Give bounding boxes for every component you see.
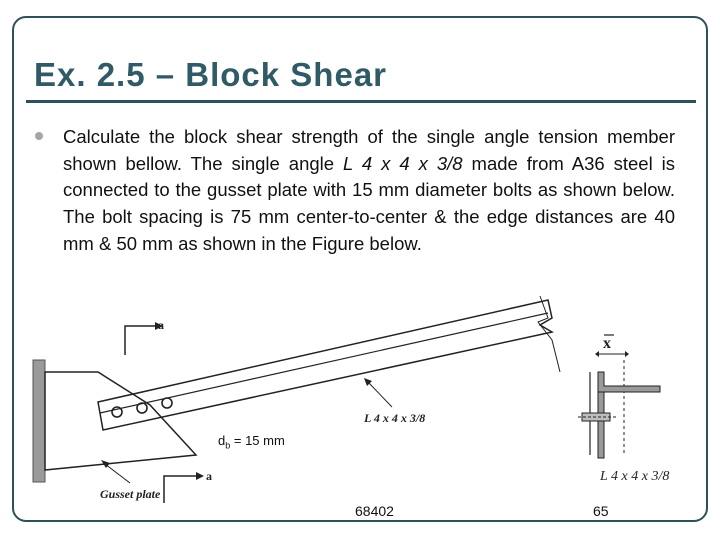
section-marker-top xyxy=(124,325,155,355)
bolt xyxy=(111,406,123,418)
db-subscript: b xyxy=(225,440,231,451)
slide-number: 65 xyxy=(593,503,609,519)
section-label-top: a xyxy=(158,318,164,332)
slide-title: Ex. 2.5 – Block Shear xyxy=(34,56,388,93)
footer-code: 68402 xyxy=(355,503,394,519)
arrow-icon xyxy=(625,351,629,357)
bolt xyxy=(161,397,173,409)
angle-section-leg xyxy=(597,391,605,459)
angle-leader xyxy=(367,381,393,408)
bullet-icon xyxy=(35,132,43,140)
arrow-icon xyxy=(196,472,204,480)
gusset-support xyxy=(32,359,46,483)
section-label-bottom: a xyxy=(206,469,212,483)
problem-text-part2: made from A36 steel is connected to the … xyxy=(63,152,676,254)
arrow-icon xyxy=(595,351,599,357)
arrow-icon xyxy=(364,378,372,386)
gusset-label: Gusset plate xyxy=(100,487,161,501)
centroid-x-label: x xyxy=(603,335,611,352)
break-line xyxy=(537,295,561,373)
problem-text-part1: Calculate the block shear strength of th… xyxy=(63,126,675,174)
angle-leg-line xyxy=(99,312,549,414)
angle-label-main: L 4 x 4 x 3/8 xyxy=(363,411,425,425)
angle-designation: L 4 x 4 x 3/8 xyxy=(343,152,463,174)
problem-statement: Calculate the block shear strength of th… xyxy=(63,124,675,258)
arrow-icon xyxy=(101,460,110,468)
slide-frame xyxy=(12,16,708,522)
gusset-plate xyxy=(44,371,198,471)
angle-member xyxy=(97,299,555,431)
title-divider xyxy=(26,100,696,103)
section-marker-bottom xyxy=(163,475,196,503)
db-value: = 15 mm xyxy=(230,433,285,448)
block-shear-figure: a a L 4 x 4 x 3/8 Gusset plate x L 4 x 4… xyxy=(32,295,669,503)
angle-section xyxy=(597,371,661,393)
db-symbol: d xyxy=(218,433,226,448)
bolt-diameter-label: db = 15 mm xyxy=(218,433,285,451)
bolt xyxy=(136,402,148,414)
angle-label-section: L 4 x 4 x 3/8 xyxy=(599,469,669,484)
arrow-icon xyxy=(155,322,163,330)
gusset-leader xyxy=(104,463,131,484)
